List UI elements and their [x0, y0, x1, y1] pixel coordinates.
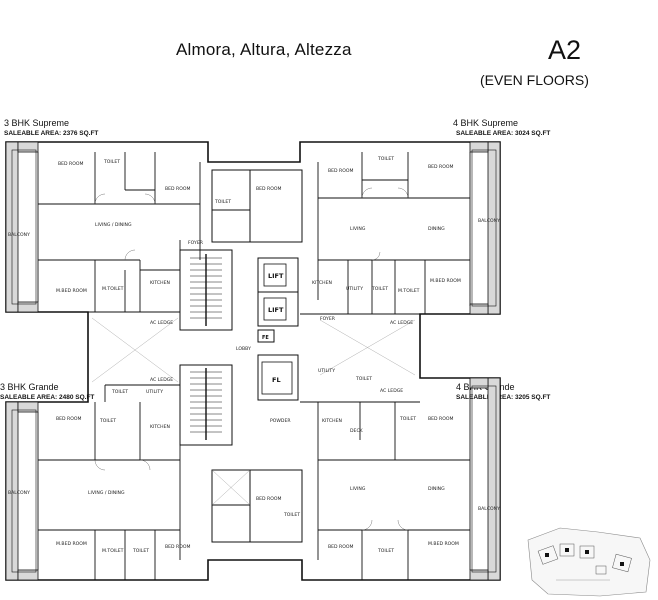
room-label: TOILET — [99, 418, 116, 424]
fe-label: FE — [262, 335, 269, 341]
room-label: TOILET — [283, 512, 300, 518]
door-swings — [94, 187, 409, 531]
room-label: LIVING — [350, 226, 366, 232]
room-label: AC LEDGE — [150, 320, 173, 326]
room-label: DINING — [428, 486, 445, 492]
room-label: BALCONY — [8, 232, 30, 238]
room-label: BALCONY — [8, 490, 30, 496]
room-labels: BED ROOM TOILET BED ROOM LIVING / DINING… — [8, 156, 500, 554]
room-label: FOYER — [188, 240, 204, 246]
unit-area-bottom-left: SALEABLE AREA: 2480 SQ.FT — [0, 394, 95, 401]
key-plan — [527, 527, 651, 597]
plan-code: A2 — [548, 35, 582, 65]
room-label: BED ROOM — [165, 186, 190, 192]
room-label: UTILITY — [346, 286, 363, 292]
room-label: DECK — [350, 428, 364, 434]
core — [179, 169, 303, 543]
room-label: KITCHEN — [312, 280, 332, 286]
room-label: LIVING / DINING — [88, 490, 125, 496]
room-label: BED ROOM — [165, 544, 190, 550]
room-label: BED ROOM — [328, 168, 353, 174]
room-label: TOILET — [111, 389, 128, 395]
room-label: BED ROOM — [56, 416, 81, 422]
balconies — [5, 141, 501, 581]
lobby-label: LOBBY — [236, 346, 251, 352]
room-label: TOILET — [214, 199, 231, 205]
unit-area-top-left: SALEABLE AREA: 2376 SQ.FT — [4, 130, 99, 137]
room-label: BED ROOM — [328, 544, 353, 550]
room-label: BED ROOM — [256, 186, 281, 192]
room-label: LIVING — [350, 486, 366, 492]
room-label: KITCHEN — [150, 280, 170, 286]
unit-name-bottom-left: 3 BHK Grande — [0, 382, 59, 392]
unit-area-bottom-right: SALEABLE AREA: 3205 SQ.FT — [456, 394, 551, 401]
plan-subtitle: (EVEN FLOORS) — [480, 72, 589, 88]
room-label: TOILET — [132, 548, 149, 554]
room-label: M.TOILET — [102, 548, 124, 554]
room-label: POWDER — [270, 418, 291, 424]
room-label: TOILET — [355, 376, 372, 382]
unit-area-top-right: SALEABLE AREA: 3024 SQ.FT — [456, 130, 551, 137]
room-label: BALCONY — [478, 218, 500, 224]
lift-label-2: LIFT — [268, 306, 284, 314]
shaft-cross — [91, 317, 416, 506]
room-label: KITCHEN — [322, 418, 342, 424]
fire-lift-label: FL — [272, 376, 281, 384]
lift-shafts — [261, 263, 293, 395]
room-label: AC LEDGE — [380, 388, 403, 394]
room-label: TOILET — [377, 548, 394, 554]
room-label: TOILET — [399, 416, 416, 422]
walls-top-right — [300, 152, 471, 315]
room-label: BED ROOM — [428, 416, 453, 422]
room-label: M.BED ROOM — [430, 278, 461, 284]
unit-name-top-right: 4 BHK Supreme — [453, 118, 519, 128]
room-label: UTILITY — [146, 389, 163, 395]
lift-label-1: LIFT — [268, 272, 284, 280]
room-label: M.BED ROOM — [56, 541, 87, 547]
room-label: BED ROOM — [428, 164, 453, 170]
building-outline — [5, 141, 501, 581]
room-label: M.TOILET — [398, 288, 420, 294]
room-label: FOYER — [320, 316, 336, 322]
room-label: M.TOILET — [102, 286, 124, 292]
room-label: BED ROOM — [256, 496, 281, 502]
room-label: DINING — [428, 226, 445, 232]
room-label: AC LEDGE — [390, 320, 413, 326]
room-label: LIVING / DINING — [95, 222, 132, 228]
room-label: TOILET — [103, 159, 120, 165]
room-label: KITCHEN — [150, 424, 170, 430]
room-label: AC LEDGE — [150, 377, 173, 383]
room-label: UTILITY — [318, 368, 335, 374]
room-label: TOILET — [371, 286, 388, 292]
plan-title: Almora, Altura, Altezza — [176, 40, 352, 59]
room-label: BALCONY — [478, 506, 500, 512]
room-label: M.BED ROOM — [56, 288, 87, 294]
room-label: BED ROOM — [58, 161, 83, 167]
walls-bottom-right — [300, 388, 471, 580]
walls-bottom-left — [37, 384, 181, 580]
room-label: M.BED ROOM — [428, 541, 459, 547]
unit-name-top-left: 3 BHK Supreme — [4, 118, 70, 128]
stairs — [190, 254, 222, 440]
room-label: TOILET — [377, 156, 394, 162]
